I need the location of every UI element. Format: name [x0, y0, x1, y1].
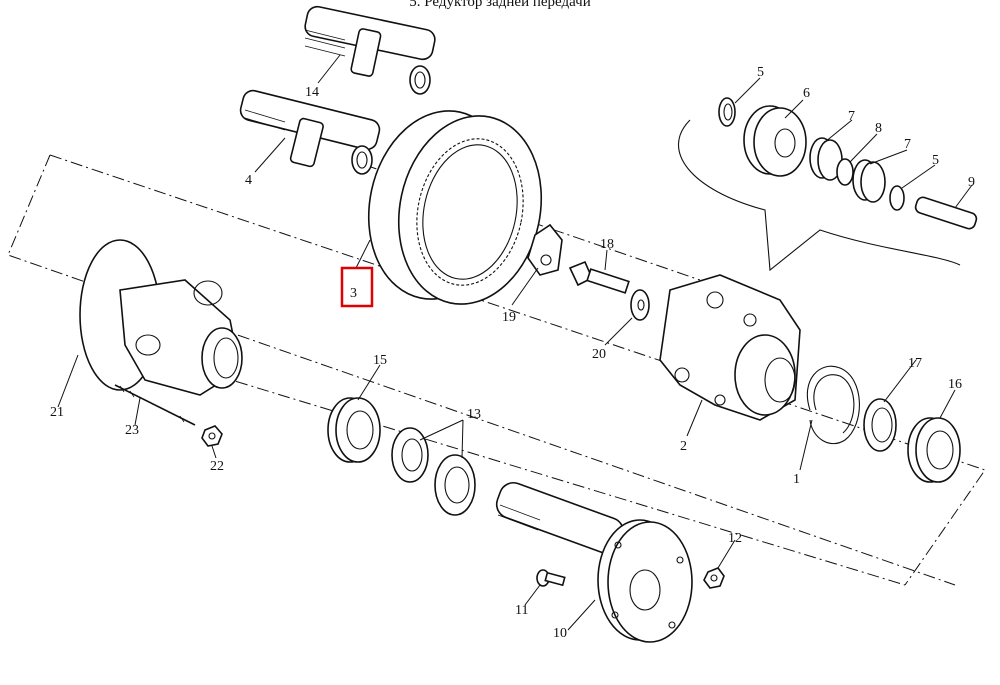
inset-parts: [718, 97, 978, 230]
callout-19: 19: [502, 310, 516, 325]
callout-2: 2: [680, 439, 687, 454]
callout-20: 20: [592, 347, 606, 362]
callout-6: 6: [803, 86, 810, 101]
callout-17: 17: [908, 356, 922, 371]
callout-3: 3: [350, 286, 357, 301]
part-12-fitting: [703, 567, 725, 589]
callout-15: 15: [373, 353, 387, 368]
callout-9: 9: [968, 175, 975, 190]
part-3-ring-gear: [367, 110, 543, 305]
inset-outline: [678, 119, 961, 272]
callout-14: 14: [305, 85, 319, 100]
leader-lines: [57, 54, 973, 631]
part-19-tab-washer: [527, 223, 563, 276]
callout-13: 13: [467, 407, 481, 422]
callout-5-lower: 5: [932, 153, 939, 168]
part-23-stud: [114, 384, 196, 426]
callout-7-first: 7: [848, 109, 855, 124]
part-18-bolt: [568, 260, 630, 294]
part-17-spacer: [863, 398, 897, 452]
callout-10: 10: [553, 626, 567, 641]
callout-12: 12: [728, 531, 742, 546]
part-2-housing: [659, 274, 801, 421]
part-20-washer: [630, 289, 650, 321]
part-5-washer-b: [889, 185, 905, 211]
callout-22: 22: [210, 459, 224, 474]
assembly-outline-top: [49, 154, 986, 586]
callout-16: 16: [948, 377, 962, 392]
callout-1: 1: [793, 472, 800, 487]
assembly-outline: [7, 154, 956, 586]
part-8-spacer: [836, 158, 854, 186]
callout-23: 23: [125, 423, 139, 438]
callout-21: 21: [50, 405, 64, 420]
part-3-highlight-box: [340, 266, 374, 308]
part-11-bolt: [536, 569, 566, 587]
callout-18: 18: [600, 237, 614, 252]
part-5-washer-a: [718, 97, 736, 127]
callout-11: 11: [515, 603, 528, 618]
callout-4: 4: [245, 173, 252, 188]
part-16-bearing: [907, 417, 961, 483]
part-22-nut: [201, 425, 223, 447]
part-9-pin: [914, 196, 978, 230]
diagram-title: 5. Редуктор задней передачи: [409, 0, 591, 10]
callout-7-second: 7: [904, 137, 911, 152]
part-1-snap-ring: [806, 365, 860, 445]
part-13-seals: [391, 427, 476, 516]
axis-line-lower: [214, 374, 906, 586]
part-10-axle-flange: [495, 481, 693, 643]
part-15-bearing: [327, 397, 381, 463]
callout-labels: 14 4 5 6 7 8 7 5 9 3 19 18 20 2 1 17 16 …: [50, 65, 975, 641]
callout-5-upper: 5: [757, 65, 764, 80]
callout-8: 8: [875, 121, 882, 136]
part-14-shaft: [304, 5, 436, 95]
part-21-cover: [79, 239, 243, 396]
part-4-shaft: [239, 89, 381, 175]
